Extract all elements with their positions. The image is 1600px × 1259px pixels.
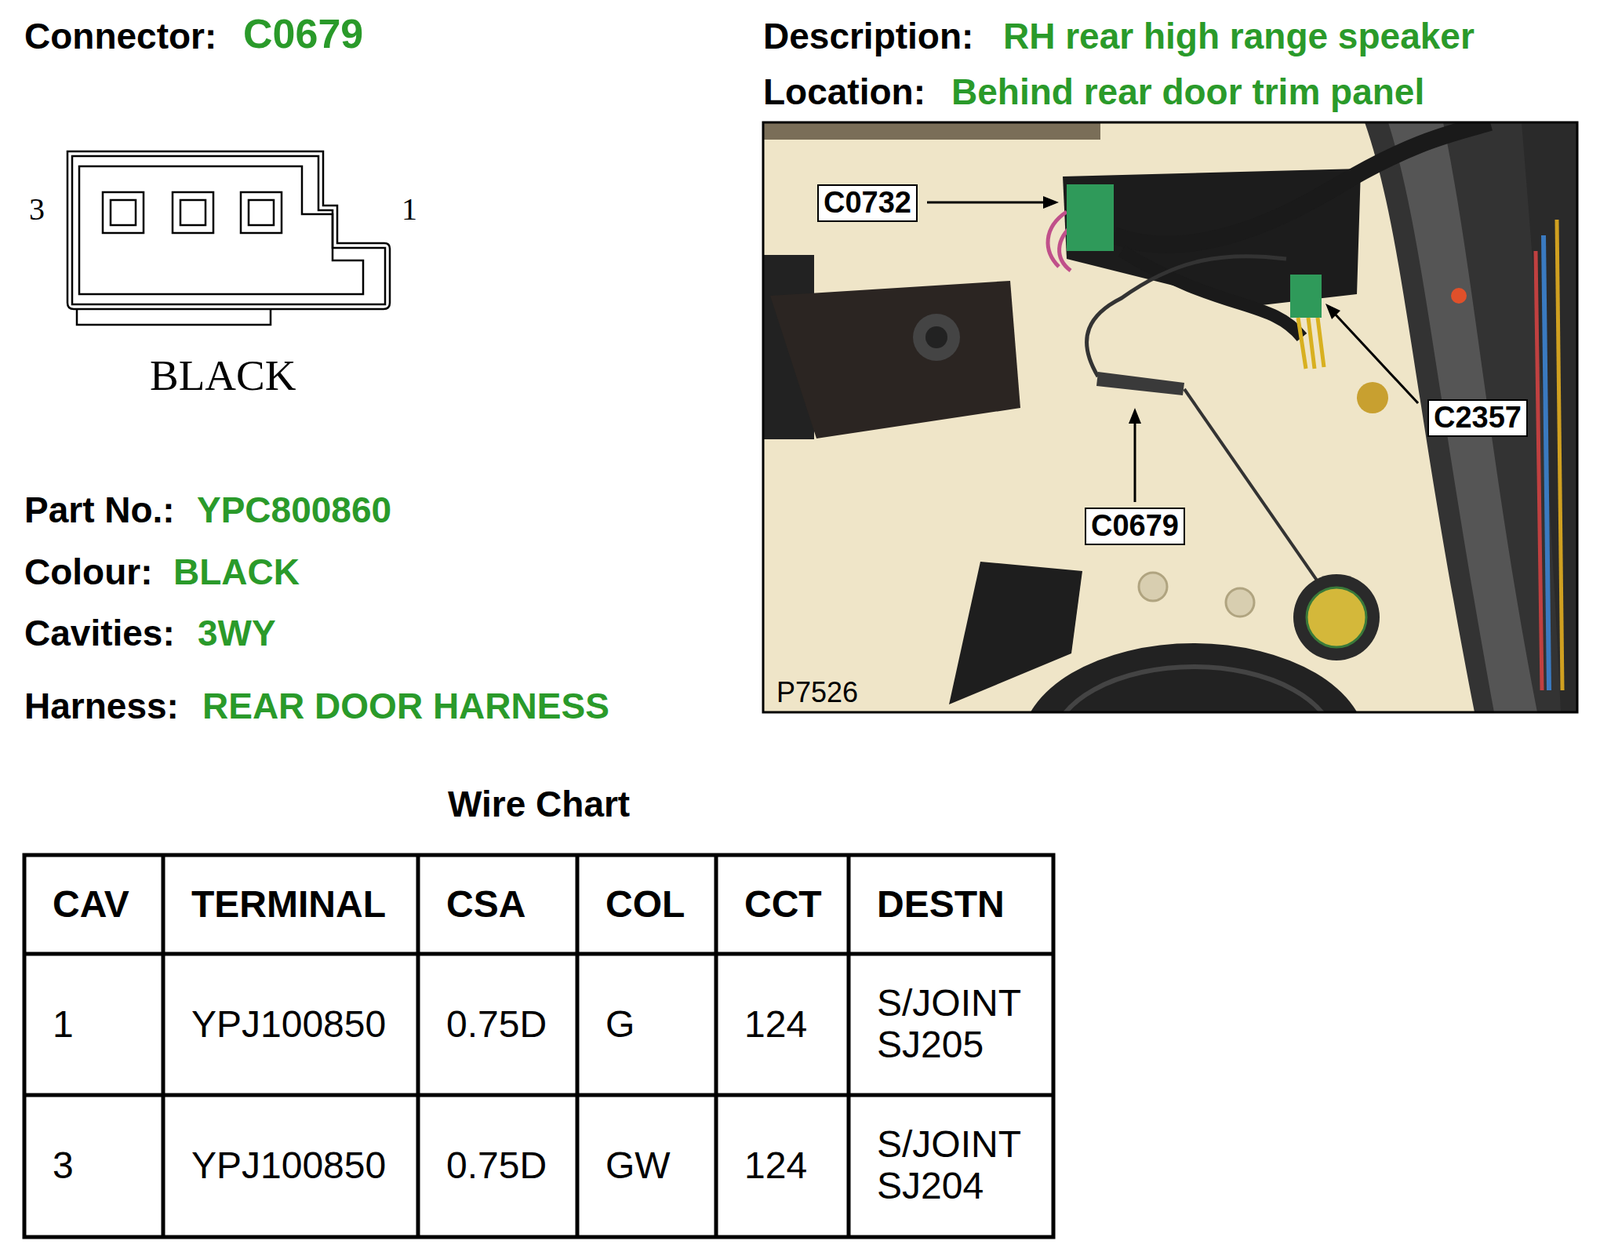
table-header: CSA xyxy=(446,882,526,926)
field-label: Harness: xyxy=(24,685,179,728)
connector-colour: BLACK xyxy=(149,350,296,400)
connector-id: C0679 xyxy=(243,10,364,59)
field-label: Part No.: xyxy=(24,489,175,531)
table-cell: S/JOINT SJ204 xyxy=(876,1123,1034,1208)
door-photo xyxy=(763,122,1578,713)
connector-face xyxy=(67,151,390,325)
field-value: BLACK xyxy=(173,551,300,593)
field-label: Connector: xyxy=(24,15,217,58)
field-value: YPC800860 xyxy=(196,489,392,531)
table-cell: 124 xyxy=(744,1143,808,1187)
table-cell: S/JOINT SJ205 xyxy=(876,982,1034,1066)
table-cell: 0.75D xyxy=(446,1002,547,1046)
field-value: 3WY xyxy=(197,612,277,655)
table-grid xyxy=(24,854,1054,1237)
field-value: REAR DOOR HARNESS xyxy=(202,685,610,728)
table-header: DESTN xyxy=(876,882,1005,926)
table-title: Wire Chart xyxy=(447,783,630,826)
field-value: RH rear high range speaker xyxy=(1003,15,1475,58)
field-label: Cavities: xyxy=(24,612,175,655)
table-cell: YPJ100850 xyxy=(191,1002,386,1046)
leader-arrows xyxy=(927,196,1419,502)
field-label: Description: xyxy=(763,15,974,58)
field-value: Behind rear door trim panel xyxy=(951,71,1425,113)
table-header: TERMINAL xyxy=(191,882,386,926)
table-header: COL xyxy=(605,882,685,926)
table-cell: 1 xyxy=(52,1002,74,1046)
pin-number: 1 xyxy=(401,191,418,228)
callout-label: C0679 xyxy=(1084,507,1186,546)
photo-frame xyxy=(763,122,1578,713)
pin-number: 3 xyxy=(29,191,45,228)
table-cell: 124 xyxy=(744,1002,808,1046)
photo-reference: P7526 xyxy=(776,676,859,709)
callout-label: C2357 xyxy=(1427,399,1528,437)
table-cell: 3 xyxy=(52,1143,74,1187)
table-header: CCT xyxy=(744,882,822,926)
table-cell: G xyxy=(605,1002,635,1046)
table-cell: GW xyxy=(605,1143,671,1187)
table-cell: YPJ100850 xyxy=(191,1143,386,1187)
field-label: Colour: xyxy=(24,551,153,593)
table-header: CAV xyxy=(52,882,130,926)
field-label: Location: xyxy=(763,71,926,113)
table-cell: 0.75D xyxy=(446,1143,547,1187)
callout-label: C0732 xyxy=(817,184,918,222)
